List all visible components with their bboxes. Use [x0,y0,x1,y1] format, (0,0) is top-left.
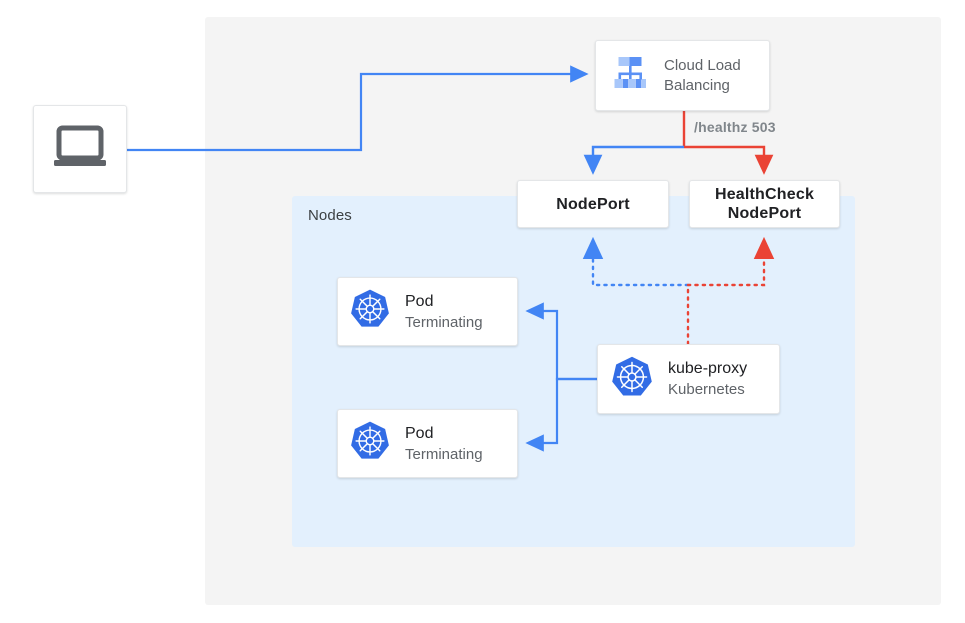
pod-1-labels: Pod Terminating [405,291,483,333]
pod-1-status: Terminating [405,313,483,331]
pod-2-title: Pod [405,424,434,442]
pod-node-1: Pod Terminating [337,277,518,346]
healthcheck-nodeport-node: HealthCheck NodePort [689,180,840,228]
kubernetes-icon [349,288,391,335]
clb-label-line1: Cloud Load [664,56,741,74]
kube-proxy-node: kube-proxy Kubernetes [597,344,780,414]
healthcheck-nodeport-label-line1: HealthCheck [714,186,815,203]
nodeport-label: NodePort [556,195,630,213]
cloud-load-balancing-label: Cloud Load Balancing [664,56,741,96]
kubernetes-icon [610,355,654,404]
cloud-load-balancing-node: Cloud Load Balancing [595,40,770,111]
pod-1-title: Pod [405,292,434,310]
pod-2-labels: Pod Terminating [405,423,483,465]
laptop-icon [52,125,108,174]
kube-proxy-title: kube-proxy [668,360,748,377]
kube-proxy-labels: kube-proxy Kubernetes [668,358,747,400]
nodeport-node: NodePort [517,180,669,228]
nodes-panel-label: Nodes [308,207,352,224]
client-node [33,105,127,193]
kubernetes-icon [349,420,391,467]
healthcheck-nodeport-label-line2: NodePort [727,205,802,222]
clb-label-line2: Balancing [664,76,730,94]
cloud-load-balancing-icon [608,51,652,100]
kube-proxy-subtitle: Kubernetes [668,381,745,398]
pod-node-2: Pod Terminating [337,409,518,478]
healthz-status-label: /healthz 503 [694,119,776,135]
pod-2-status: Terminating [405,445,483,463]
